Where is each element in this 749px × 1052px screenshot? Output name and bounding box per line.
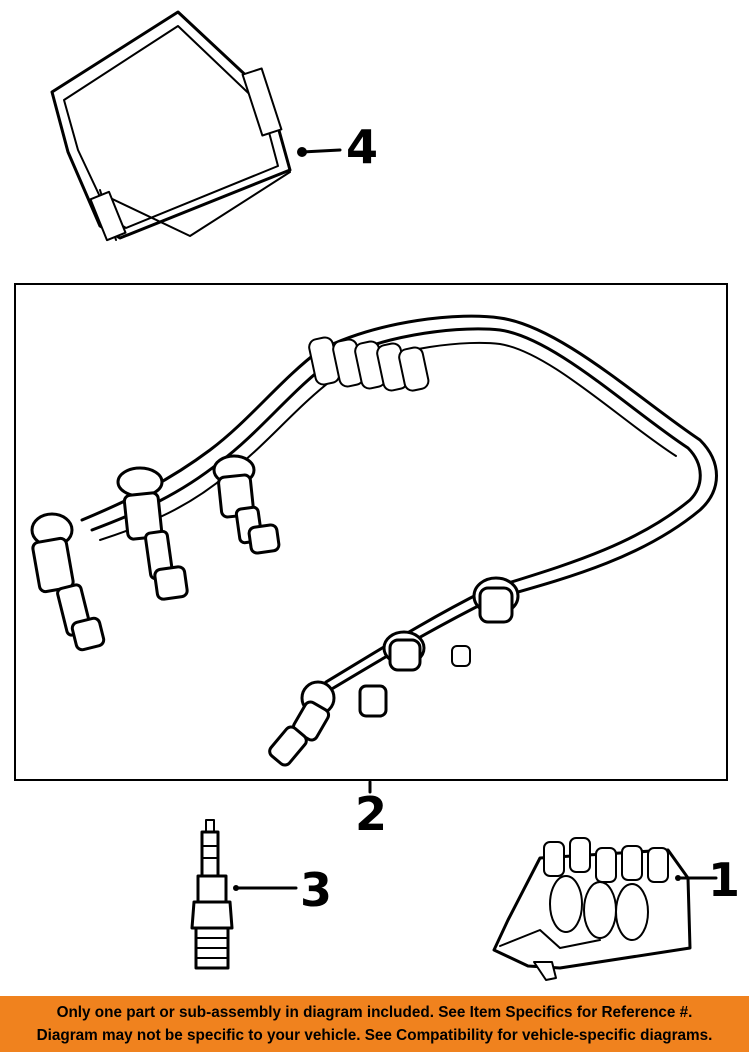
plug-boot-5 xyxy=(382,630,471,672)
disclaimer-line-1: Only one part or sub-assembly in diagram… xyxy=(56,1004,693,1021)
part-1-ignition-coil xyxy=(492,837,718,981)
callout-1: 1 xyxy=(708,853,740,907)
disclaimer-banner: Only one part or sub-assembly in diagram… xyxy=(0,996,749,1052)
callout-4: 4 xyxy=(346,120,378,174)
part-3-spark-plug xyxy=(190,819,298,970)
part-4-ignition-module xyxy=(50,10,342,242)
plug-boot-3 xyxy=(212,454,281,555)
callout-2: 2 xyxy=(355,787,387,841)
disclaimer-line-2: Diagram may not be specific to your vehi… xyxy=(36,1027,713,1044)
parts-diagram: 4 xyxy=(14,10,740,981)
plug-boot-2 xyxy=(116,466,189,601)
callout-3: 3 xyxy=(300,863,332,917)
part-2-spark-plug-wire-set xyxy=(14,283,728,794)
plug-boot-4 xyxy=(472,576,520,624)
plug-boot-left xyxy=(30,512,106,652)
plug-boot-6 xyxy=(268,680,388,767)
